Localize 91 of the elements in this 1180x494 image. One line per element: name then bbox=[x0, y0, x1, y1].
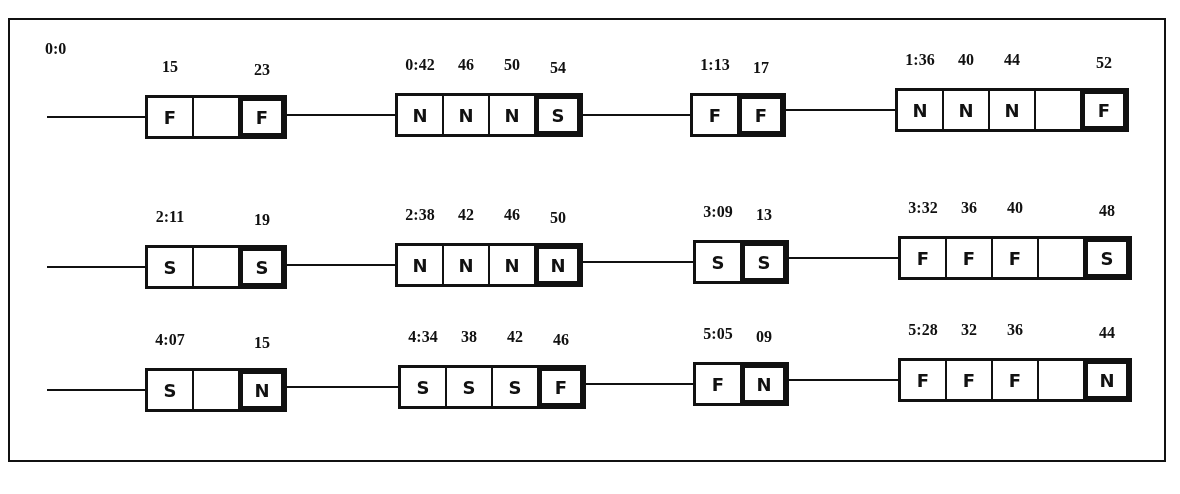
state-letter: N bbox=[504, 104, 520, 126]
connector-line bbox=[286, 386, 399, 388]
time-label: 15 bbox=[162, 58, 178, 76]
state-letter: S bbox=[462, 376, 476, 398]
connector-line bbox=[582, 261, 694, 263]
state-letter: N bbox=[958, 99, 974, 121]
state-letter: F bbox=[916, 369, 930, 391]
time-label: 1:36 bbox=[905, 51, 935, 69]
connector-line bbox=[582, 114, 691, 116]
state-letter: N bbox=[912, 99, 928, 121]
state-letter: F bbox=[1008, 369, 1022, 391]
state-letter: N bbox=[412, 104, 428, 126]
time-label: 54 bbox=[550, 59, 566, 77]
state-letter: F bbox=[708, 104, 722, 126]
state-letter: N bbox=[458, 104, 474, 126]
state-letter: N bbox=[756, 373, 772, 395]
time-label: 46 bbox=[504, 206, 520, 224]
time-label: 40 bbox=[1007, 199, 1023, 217]
timeline-cell bbox=[1035, 90, 1081, 130]
state-letter: S bbox=[1100, 247, 1114, 269]
connector-line bbox=[585, 383, 694, 385]
state-letter: F bbox=[916, 247, 930, 269]
time-label: 50 bbox=[550, 209, 566, 227]
state-letter: F bbox=[163, 106, 177, 128]
connector-line bbox=[788, 379, 899, 381]
timeline-cell bbox=[1038, 360, 1084, 400]
time-label: 15 bbox=[254, 334, 270, 352]
time-label: 23 bbox=[254, 61, 270, 79]
time-label: 09 bbox=[756, 328, 772, 346]
time-label: 0:42 bbox=[405, 56, 435, 74]
time-label: 32 bbox=[961, 321, 977, 339]
time-label: 48 bbox=[1099, 202, 1115, 220]
state-letter: N bbox=[550, 254, 566, 276]
time-label: 1:13 bbox=[700, 56, 730, 74]
state-letter: N bbox=[1099, 369, 1115, 391]
timeline-cell bbox=[193, 97, 239, 137]
time-label: 36 bbox=[961, 199, 977, 217]
state-letter: S bbox=[163, 256, 177, 278]
state-letter: S bbox=[551, 104, 565, 126]
time-label: 52 bbox=[1096, 54, 1112, 72]
timeline-cell bbox=[193, 247, 239, 287]
time-label: 40 bbox=[958, 51, 974, 69]
state-letter: F bbox=[1008, 247, 1022, 269]
state-letter: S bbox=[711, 251, 725, 273]
connector-line bbox=[46, 389, 146, 391]
time-label: 4:34 bbox=[408, 328, 438, 346]
connector-line bbox=[286, 114, 396, 116]
time-label: 0:0 bbox=[45, 40, 67, 58]
state-letter: N bbox=[254, 379, 270, 401]
time-label: 5:05 bbox=[703, 325, 733, 343]
state-letter: S bbox=[508, 376, 522, 398]
connector-line bbox=[46, 116, 146, 118]
state-letter: F bbox=[554, 376, 568, 398]
time-label: 44 bbox=[1004, 51, 1020, 69]
time-label: 42 bbox=[458, 206, 474, 224]
state-letter: S bbox=[255, 256, 269, 278]
state-letter: F bbox=[962, 369, 976, 391]
time-label: 42 bbox=[507, 328, 523, 346]
time-label: 46 bbox=[553, 331, 569, 349]
state-letter: S bbox=[757, 251, 771, 273]
timeline-cell bbox=[1038, 238, 1084, 278]
state-letter: F bbox=[711, 373, 725, 395]
state-letter: F bbox=[255, 106, 269, 128]
state-letter: N bbox=[412, 254, 428, 276]
state-letter: N bbox=[458, 254, 474, 276]
time-label: 3:09 bbox=[703, 203, 733, 221]
state-letter: S bbox=[416, 376, 430, 398]
state-letter: F bbox=[1097, 99, 1111, 121]
time-label: 38 bbox=[461, 328, 477, 346]
connector-line bbox=[46, 266, 146, 268]
state-letter: N bbox=[504, 254, 520, 276]
time-label: 13 bbox=[756, 206, 772, 224]
connector-line bbox=[788, 257, 899, 259]
time-label: 4:07 bbox=[155, 331, 185, 349]
state-letter: F bbox=[754, 104, 768, 126]
time-label: 44 bbox=[1099, 324, 1115, 342]
time-label: 2:38 bbox=[405, 206, 435, 224]
time-label: 50 bbox=[504, 56, 520, 74]
timeline-cell bbox=[193, 370, 239, 410]
state-letter: S bbox=[163, 379, 177, 401]
time-label: 46 bbox=[458, 56, 474, 74]
state-letter: N bbox=[1004, 99, 1020, 121]
time-label: 36 bbox=[1007, 321, 1023, 339]
time-label: 2:11 bbox=[155, 208, 185, 226]
time-label: 3:32 bbox=[908, 199, 938, 217]
connector-line bbox=[785, 109, 896, 111]
state-letter: F bbox=[962, 247, 976, 269]
time-label: 17 bbox=[753, 59, 769, 77]
connector-line bbox=[286, 264, 396, 266]
time-label: 19 bbox=[254, 211, 270, 229]
time-label: 5:28 bbox=[908, 321, 938, 339]
